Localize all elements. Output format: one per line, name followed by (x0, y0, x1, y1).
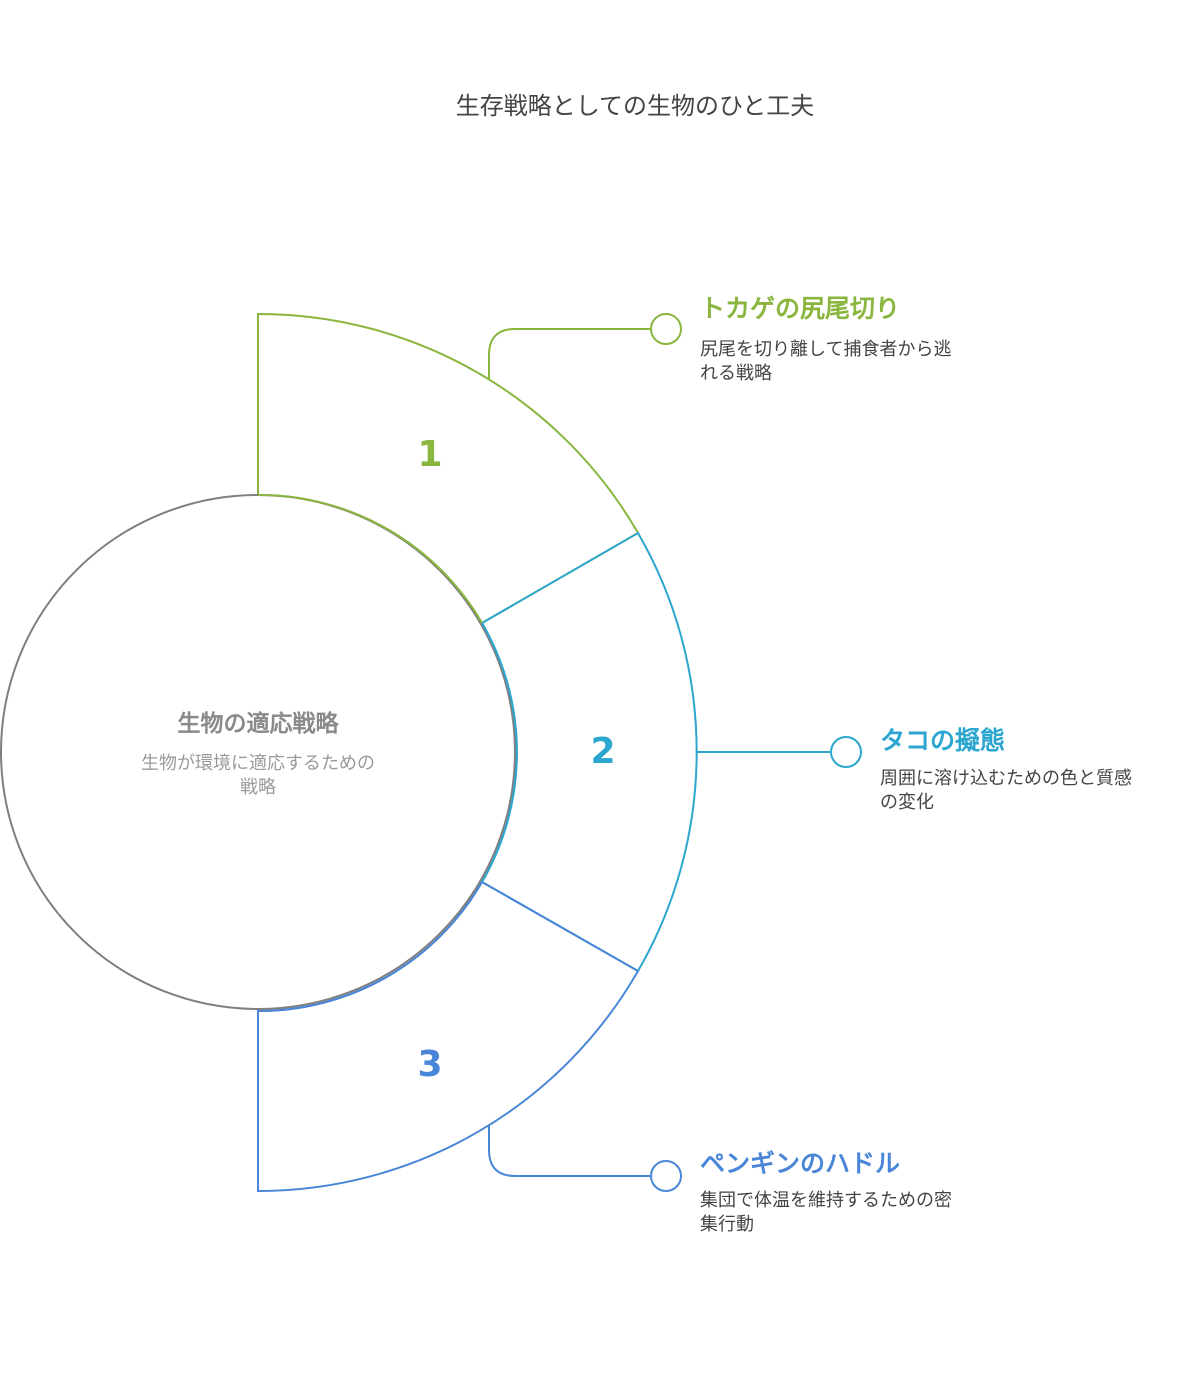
item-3-description: 集団で体温を維持するための密集行動 (700, 1190, 952, 1235)
step-number-2: 2 (590, 731, 616, 772)
item-1-title: トカゲの尻尾切り (700, 294, 901, 323)
item-1-description: 尻尾を切り離して捕食者から逃れる戦略 (700, 339, 952, 384)
connector-1-dot (650, 313, 682, 345)
center-description: 生物が環境に適応するための戦略 (141, 753, 375, 798)
item-3-title: ペンギンのハドル (700, 1149, 901, 1178)
item-2-title: タコの擬態 (880, 726, 1006, 755)
center-title: 生物の適応戦略 (177, 711, 339, 737)
page-title: 生存戦略としての生物のひと工夫 (455, 92, 815, 120)
inner-arc-3 (257, 881, 483, 1013)
step-number-1: 1 (417, 434, 443, 475)
inner-arc-2 (481, 622, 518, 883)
connector-3-dot (650, 1160, 682, 1192)
connector-3 (488, 1125, 650, 1177)
step-number-3: 3 (417, 1044, 443, 1085)
connector-1 (488, 328, 650, 379)
inner-arc-1 (257, 493, 483, 624)
connector-2-dot (830, 736, 862, 768)
item-2-description: 周囲に溶け込むための色と質感の変化 (880, 768, 1132, 813)
